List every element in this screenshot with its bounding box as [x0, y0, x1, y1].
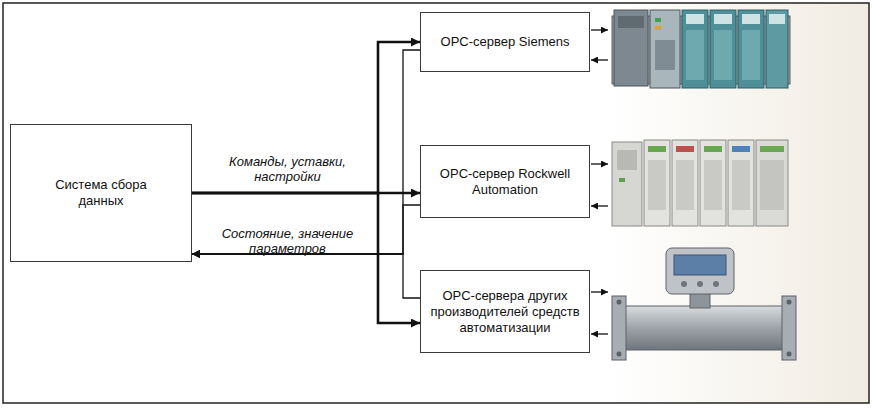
collector-box: Система сбора данных — [10, 124, 192, 262]
device-link-arrows — [591, 30, 608, 334]
box-text: OPC-сервера других производителей средст… — [429, 288, 581, 336]
command-arrow — [192, 42, 420, 193]
status-arrow — [192, 50, 420, 254]
box-text: Система сбора данных — [45, 177, 157, 209]
server-box: OPC-сервер Siemens — [420, 12, 590, 72]
server-box: OPC-сервера других производителей средст… — [420, 270, 590, 353]
siemens-plc-picture — [612, 10, 790, 88]
status-arrow — [192, 254, 420, 298]
edge-label: Состояние, значение параметров — [205, 226, 370, 256]
box-text: OPC-сервер Rockwell Automation — [429, 166, 581, 198]
server-box: OPC-сервер Rockwell Automation — [420, 145, 590, 218]
flowmeter-picture — [612, 248, 796, 360]
command-arrow — [192, 193, 420, 323]
box-text: OPC-сервер Siemens — [441, 34, 570, 50]
rockwell-plc-picture — [612, 140, 788, 226]
outer-frame — [3, 3, 869, 403]
edge-label: Команды, уставки, настройки — [205, 154, 370, 184]
